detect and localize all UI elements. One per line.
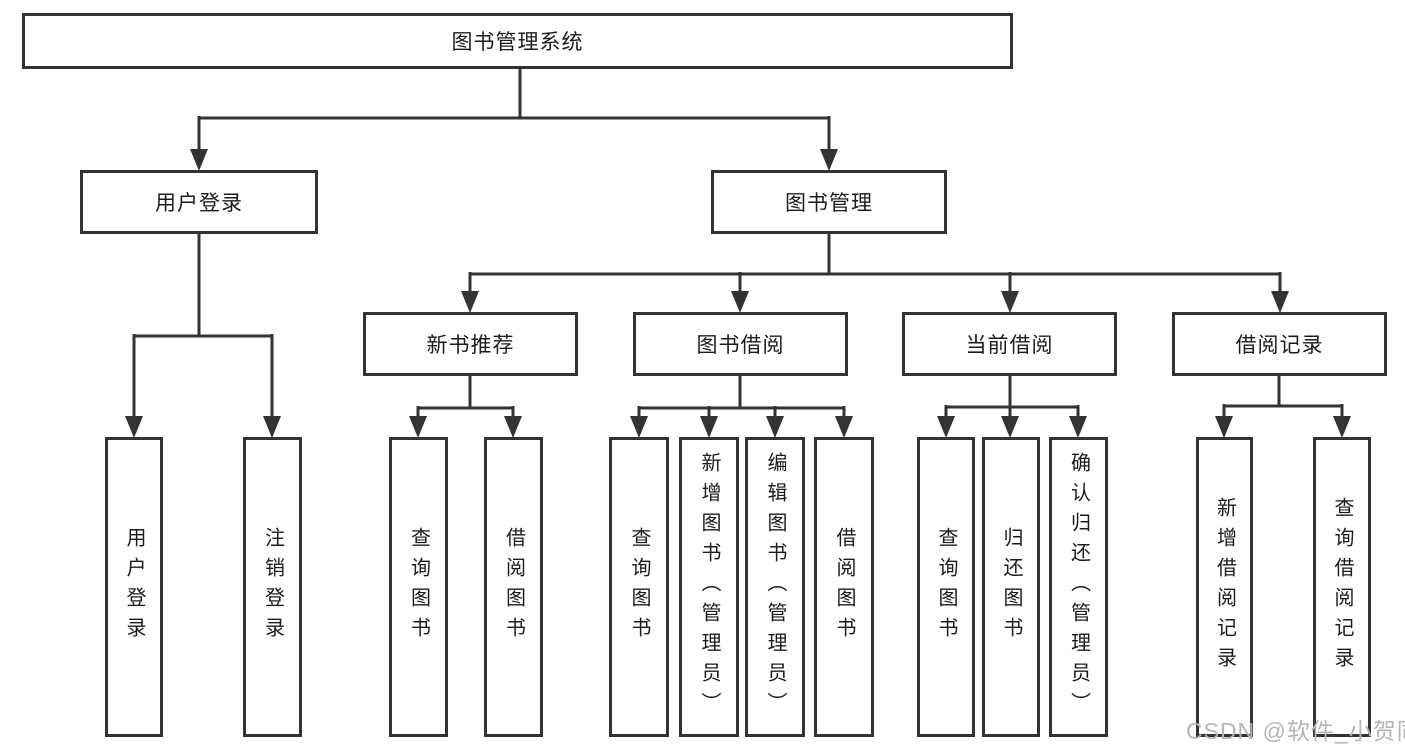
connector-newbook-to-leaves [416, 376, 515, 419]
leaf-records-query-record-label: 查询借阅记录 [1331, 497, 1353, 677]
connector-bookmgmt-to-level3 [468, 234, 1282, 294]
leaf-borrow-borrow-books-label: 借阅图书 [833, 527, 855, 647]
connector-currentborrow-to-leaves [944, 376, 1080, 419]
leaf-borrow-edit-books-admin: 编辑图书（管理员） [745, 437, 805, 737]
leaf-logout: 注销登录 [243, 437, 302, 737]
leaf-borrow-add-books-admin-label: 新增图书（管理员） [698, 452, 720, 722]
leaf-records-add-record: 新增借阅记录 [1196, 437, 1253, 737]
connector-bookborrow-to-leaves [637, 376, 846, 419]
node-new-book-recommend: 新书推荐 [363, 312, 578, 376]
connector-records-to-leaves [1222, 376, 1344, 419]
leaf-borrow-query-books-label: 查询图书 [628, 527, 650, 647]
leaf-newbook-borrow-books-label: 借阅图书 [502, 527, 525, 647]
leaf-current-confirm-return-admin-label: 确认归还（管理员） [1067, 452, 1090, 722]
leaf-borrow-borrow-books: 借阅图书 [814, 437, 874, 737]
leaf-newbook-borrow-books: 借阅图书 [484, 437, 543, 737]
connector-root-to-level2 [197, 68, 831, 152]
node-current-borrow: 当前借阅 [902, 312, 1117, 376]
leaf-current-query-books-label: 查询图书 [935, 527, 957, 647]
leaf-current-return-books-label: 归还图书 [1000, 527, 1022, 647]
leaf-records-add-record-label: 新增借阅记录 [1213, 497, 1236, 677]
leaf-newbook-query-books: 查询图书 [389, 437, 448, 737]
leaf-borrow-query-books: 查询图书 [609, 437, 669, 737]
node-borrow-records: 借阅记录 [1172, 312, 1387, 376]
leaf-logout-label: 注销登录 [261, 527, 284, 647]
leaf-borrow-edit-books-admin-label: 编辑图书（管理员） [764, 452, 786, 722]
leaf-user-login: 用户登录 [105, 437, 163, 737]
leaf-current-query-books: 查询图书 [917, 437, 975, 737]
node-root-system: 图书管理系统 [22, 13, 1013, 69]
node-book-management: 图书管理 [711, 170, 947, 234]
leaf-newbook-query-books-label: 查询图书 [407, 527, 430, 647]
connector-userlogin-to-leaves [132, 234, 274, 419]
leaf-current-return-books: 归还图书 [982, 437, 1040, 737]
leaf-borrow-add-books-admin: 新增图书（管理员） [679, 437, 739, 737]
node-book-borrow: 图书借阅 [633, 312, 848, 376]
node-user-login: 用户登录 [80, 170, 318, 234]
leaf-current-confirm-return-admin: 确认归还（管理员） [1049, 437, 1108, 737]
csdn-watermark: CSDN @软件_小贺同学 [1186, 718, 1405, 744]
leaf-user-login-label: 用户登录 [123, 527, 145, 647]
arrowhead-icons [125, 149, 1351, 438]
leaf-records-query-record: 查询借阅记录 [1313, 437, 1371, 737]
